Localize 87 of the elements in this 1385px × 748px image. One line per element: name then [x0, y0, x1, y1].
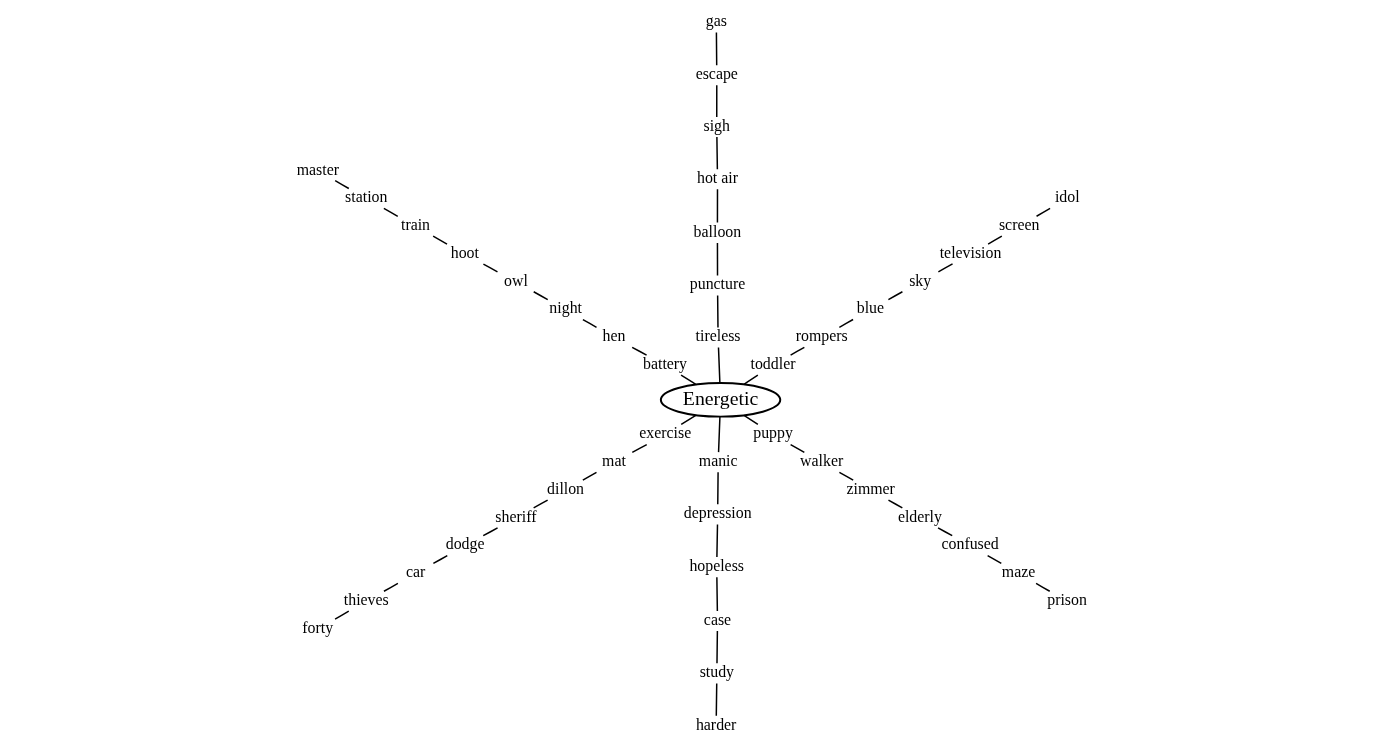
connector [716, 84, 718, 118]
connector [743, 414, 759, 426]
node-text: thieves [343, 590, 389, 608]
node-text: hopeless [689, 556, 745, 574]
node-text: owl [504, 271, 528, 289]
connector [715, 31, 718, 66]
connector [716, 523, 719, 558]
node-text: sheriff [495, 507, 537, 525]
node-text: hoot [450, 243, 479, 261]
node-text: train [400, 216, 431, 234]
connector [680, 374, 697, 386]
connector [716, 188, 719, 224]
node-text: hen [602, 327, 626, 345]
connector [432, 554, 449, 565]
connector [532, 499, 549, 509]
node-text: idol [1054, 188, 1080, 206]
node-text: tireless [695, 327, 741, 345]
connector [717, 346, 721, 384]
connector [334, 610, 350, 620]
connector [715, 682, 718, 717]
connector [383, 582, 399, 592]
connector [986, 554, 1003, 565]
connector [432, 235, 448, 245]
node-text: sigh [703, 116, 730, 134]
node-text: maze [1001, 563, 1036, 581]
connector [887, 291, 904, 301]
node-text: sky [909, 271, 932, 289]
node-text: station [345, 188, 388, 206]
connector [716, 630, 719, 664]
node-text: hot air [697, 168, 738, 186]
node-text: confused [941, 535, 999, 553]
node-text: escape [695, 65, 738, 83]
node-text: dodge [445, 535, 485, 553]
connector [1035, 582, 1051, 592]
connector [838, 318, 854, 329]
node-text: harder [695, 715, 737, 733]
connector [532, 291, 549, 301]
node-text: puncture [689, 275, 746, 293]
connector [680, 414, 697, 426]
connector [482, 263, 499, 273]
connector [631, 346, 648, 356]
node-text: television [939, 243, 1002, 261]
connector [789, 346, 806, 356]
node-ellipse: Energetic [659, 382, 782, 418]
connector [716, 576, 719, 612]
node-text: screen [998, 216, 1040, 234]
connector [716, 136, 719, 170]
connector [383, 207, 399, 217]
node-text: manic [698, 452, 738, 470]
connector [717, 416, 721, 453]
node-text: gas [705, 12, 727, 29]
connector [716, 242, 719, 277]
connector [789, 443, 806, 454]
node-text: rompers [795, 327, 848, 345]
node-text: exercise [639, 424, 692, 442]
connector [582, 318, 598, 329]
connector [937, 527, 953, 537]
node-text: study [699, 663, 735, 681]
connector [887, 499, 904, 509]
node-text: battery [643, 354, 688, 372]
node-text: balloon [693, 222, 742, 240]
connector [334, 179, 350, 190]
connector [743, 374, 759, 386]
node-text: master [296, 160, 340, 178]
node-text: blue [856, 299, 885, 317]
connector [631, 443, 648, 454]
connector [482, 527, 499, 537]
connector [838, 471, 854, 481]
node-text: case [703, 610, 732, 628]
node-text: puppy [753, 424, 793, 442]
node-text: toddler [750, 354, 796, 372]
node-text: elderly [897, 507, 942, 525]
node-text: car [406, 563, 426, 581]
connector [1035, 207, 1051, 217]
connector [717, 471, 719, 505]
connector [716, 294, 719, 329]
connector [582, 471, 598, 481]
node-text: zimmer [846, 479, 895, 497]
connector [987, 235, 1003, 245]
node-text: dillon [547, 479, 585, 497]
node-text: prison [1047, 590, 1087, 608]
connector [937, 263, 954, 273]
node-text: depression [683, 504, 752, 522]
node-text: night [549, 299, 582, 317]
node-text: walker [800, 452, 844, 470]
node-text: mat [602, 452, 626, 470]
node-text: forty [302, 618, 334, 636]
